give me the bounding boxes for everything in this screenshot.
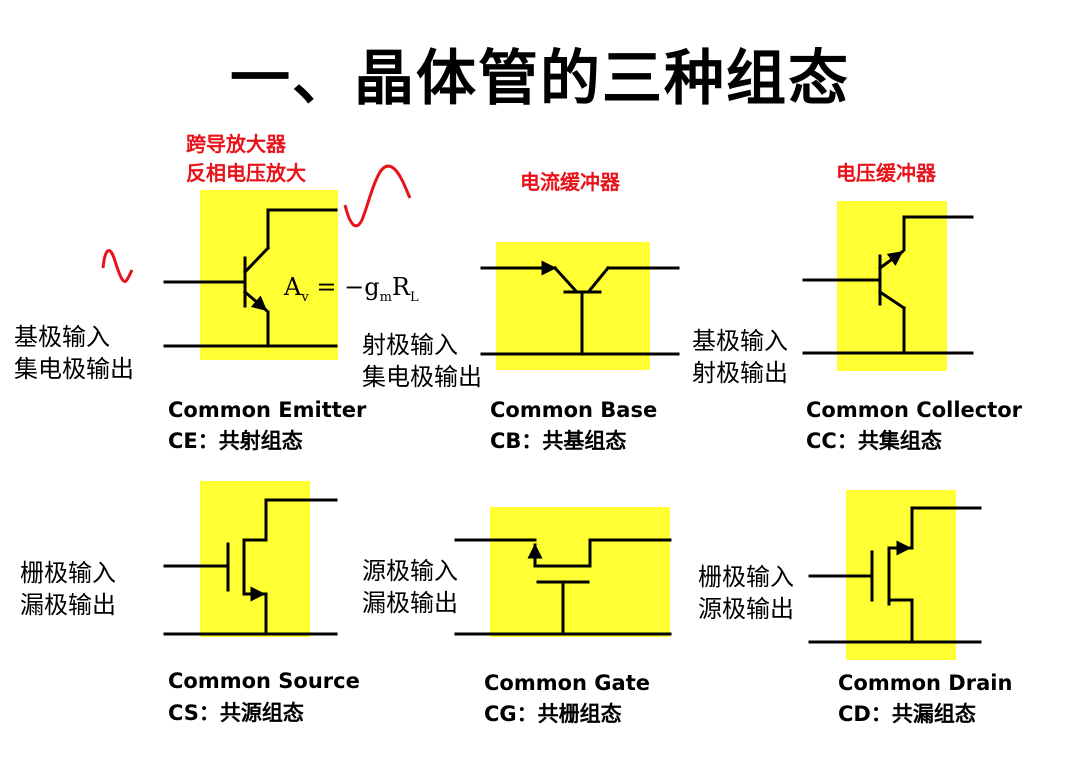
- cs-name: Common Source: [168, 669, 360, 693]
- cs-input-label: 栅极输入: [20, 559, 116, 587]
- cc-highlight: [837, 201, 947, 371]
- cc-output-label: 射极输出: [692, 359, 788, 387]
- cc-role: 电压缓冲器: [836, 161, 936, 185]
- ce-name: Common Emitter: [168, 398, 367, 422]
- cd-input-label: 栅极输入: [698, 563, 794, 591]
- cg-abbr: CG：共栅组态: [484, 702, 622, 726]
- cd-output-label: 源极输出: [698, 595, 794, 623]
- cb-name: Common Base: [490, 398, 658, 422]
- cc-input-label: 基极输入: [692, 327, 788, 355]
- cc-name: Common Collector: [806, 398, 1023, 422]
- input-sine-wave-icon: [101, 249, 134, 283]
- cs-transistor-symbol: [163, 498, 338, 636]
- cb-transistor-symbol: [480, 260, 680, 356]
- cb-output-label: 集电极输出: [362, 363, 482, 391]
- page-title: 一、晶体管的三种组态: [230, 44, 850, 114]
- cg-transistor-symbol: [454, 538, 672, 636]
- cc-transistor-symbol: [802, 215, 974, 355]
- cd-transistor-symbol: [808, 506, 982, 644]
- cb-input-label: 射极输入: [362, 331, 458, 359]
- cs-highlight: [200, 481, 310, 637]
- cg-output-label: 漏极输出: [362, 589, 458, 617]
- cb-highlight: [496, 242, 650, 370]
- cs-abbr: CS：共源组态: [168, 701, 304, 725]
- cg-highlight: [490, 507, 670, 637]
- ce-role-line2: 反相电压放大: [186, 161, 306, 185]
- ce-input-label: 基极输入: [14, 323, 110, 351]
- cb-abbr: CB：共基组态: [490, 429, 627, 453]
- ce-abbr: CE：共射组态: [168, 429, 303, 453]
- cs-output-label: 漏极输出: [20, 591, 116, 619]
- cb-role: 电流缓冲器: [520, 170, 620, 194]
- ce-transistor-symbol: [163, 208, 338, 348]
- ce-role-line1: 跨导放大器: [186, 132, 286, 156]
- voltage-gain-formula: Av = −gmRL: [284, 273, 419, 305]
- cg-input-label: 源极输入: [362, 557, 458, 585]
- cc-abbr: CC：共集组态: [806, 429, 942, 453]
- cd-name: Common Drain: [838, 671, 1013, 695]
- ce-output-label: 集电极输出: [14, 355, 134, 383]
- output-sine-wave-icon: [343, 164, 412, 228]
- cd-abbr: CD：共漏组态: [838, 702, 976, 726]
- cg-name: Common Gate: [484, 671, 650, 695]
